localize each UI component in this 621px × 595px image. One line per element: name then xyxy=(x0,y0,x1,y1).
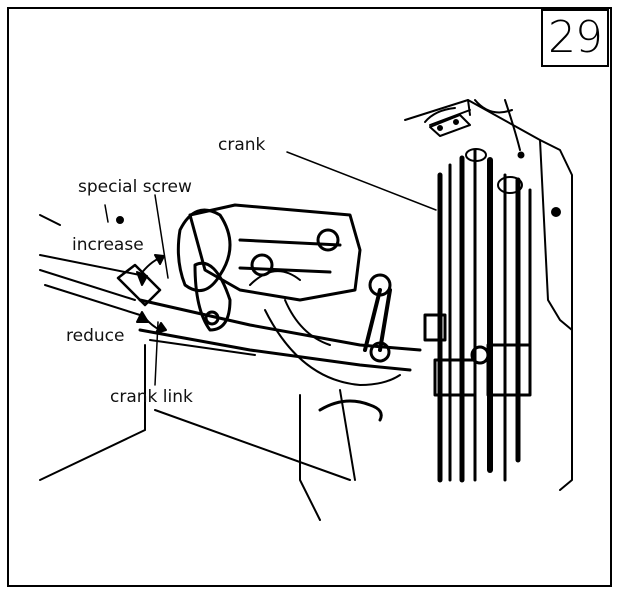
leader-crank xyxy=(286,151,437,211)
crank-link-arm xyxy=(138,298,422,352)
callout-special-screw: special screw xyxy=(78,177,192,197)
callout-reduce: reduce xyxy=(66,326,125,346)
page-number-box: 29 xyxy=(541,9,609,67)
leader-special-screw xyxy=(154,194,169,279)
page-number: 29 xyxy=(548,12,603,63)
callout-increase: increase xyxy=(72,235,144,255)
mechanism-body xyxy=(188,203,362,302)
callout-crank-link: crank link xyxy=(110,387,193,407)
callout-crank: crank xyxy=(218,135,266,155)
